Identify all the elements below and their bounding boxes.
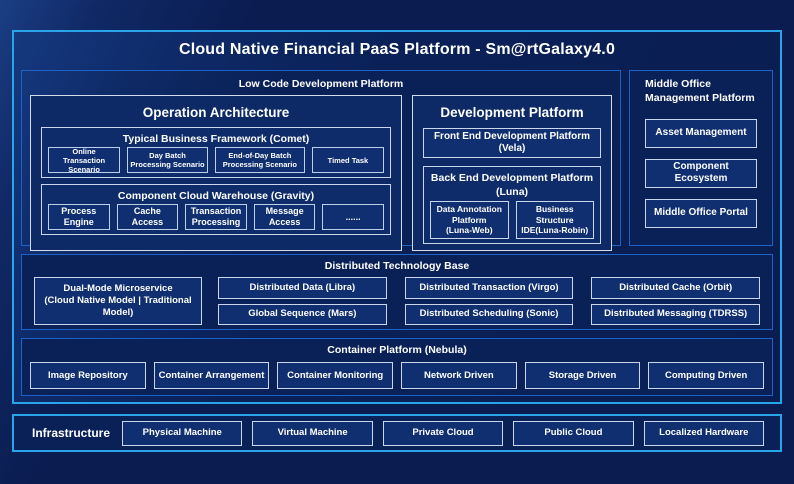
comet-items-row: Online Transaction Scenario Day Batch Pr… <box>48 147 385 174</box>
back-end-item-box: Business Structure IDE(Luna-Robin) <box>515 201 594 239</box>
operation-architecture-header: Operation Architecture <box>142 105 290 120</box>
development-platform-header: Development Platform <box>440 105 584 120</box>
component-cloud-warehouse-group: Component Cloud Warehouse (Gravity) Proc… <box>41 184 391 235</box>
gravity-item-box: ...... <box>322 204 384 230</box>
container-platform-item-box: Container Monitoring <box>277 362 394 389</box>
infrastructure-section: Infrastructure Physical Machine Virtual … <box>12 414 782 452</box>
comet-item-box: Online Transaction Scenario <box>48 147 121 174</box>
container-platform-item-box: Image Repository <box>30 362 146 389</box>
front-end-development-platform-box: Front End Development Platform (Vela) <box>423 128 601 158</box>
middle-office-items: Asset Management Component Ecosystem Mid… <box>645 107 757 239</box>
gravity-item-box: Cache Access <box>116 204 179 230</box>
page-title: Cloud Native Financial PaaS Platform - S… <box>178 41 616 58</box>
container-platform-item-box: Computing Driven <box>648 362 765 389</box>
gravity-item-box: Message Access <box>253 204 316 230</box>
back-end-development-platform-header: Back End Development Platform (Luna) <box>430 172 594 198</box>
gravity-items-row: Process Engine Cache Access Transaction … <box>48 204 384 230</box>
infrastructure-item-box: Physical Machine <box>122 420 243 446</box>
back-end-items-row: Data Annotation Platform (Luna-Web) Busi… <box>430 201 594 239</box>
middle-office-management-platform-section: Middle Office Management Platform Asset … <box>629 70 773 246</box>
gravity-item-box: Transaction Processing <box>185 204 247 230</box>
typical-business-framework-header: Typical Business Framework (Comet) <box>122 133 310 145</box>
distributed-item-box: Distributed Scheduling (Sonic) <box>404 303 574 325</box>
middle-office-item-box: Middle Office Portal <box>645 198 757 228</box>
comet-item-box: Day Batch Processing Scenario <box>127 147 208 173</box>
dual-mode-microservice-box: Dual-Mode Microservice (Cloud Native Mod… <box>34 277 202 325</box>
distributed-grid: Distributed Data (Libra) Distributed Tra… <box>218 277 761 325</box>
infrastructure-item-box: Localized Hardware <box>643 420 764 446</box>
infrastructure-items-row: Physical Machine Virtual Machine Private… <box>122 420 764 446</box>
low-code-platform-header: Low Code Development Platform <box>238 78 404 90</box>
middle-office-header: Middle Office Management Platform <box>645 78 755 105</box>
low-code-development-platform-section: Low Code Development Platform Operation … <box>21 70 621 251</box>
comet-item-box: Timed Task <box>311 147 385 173</box>
infrastructure-label: Infrastructure <box>32 426 111 440</box>
distributed-item-box: Distributed Cache (Orbit) <box>591 277 761 299</box>
distributed-item-box: Global Sequence (Mars) <box>218 303 387 325</box>
container-platform-item-box: Storage Driven <box>524 362 641 389</box>
back-end-development-platform-group: Back End Development Platform (Luna) Dat… <box>423 166 601 244</box>
operation-architecture-section: Operation Architecture Typical Business … <box>30 95 402 251</box>
container-platform-item-box: Network Driven <box>401 362 517 389</box>
distributed-technology-base-header: Distributed Technology Base <box>324 260 470 272</box>
container-platform-section: Container Platform (Nebula) Image Reposi… <box>21 338 773 396</box>
container-platform-header: Container Platform (Nebula) <box>327 344 467 356</box>
middle-office-item-box: Asset Management <box>645 118 757 148</box>
container-platform-item-box: Container Arrangement <box>153 362 270 389</box>
gravity-item-box: Process Engine <box>48 204 110 230</box>
typical-business-framework-group: Typical Business Framework (Comet) Onlin… <box>41 127 391 178</box>
distributed-row-2: Global Sequence (Mars) Distributed Sched… <box>218 303 761 325</box>
upper-row: Low Code Development Platform Operation … <box>21 70 773 251</box>
infrastructure-item-box: Public Cloud <box>513 420 634 446</box>
comet-item-box: End-of-Day Batch Processing Scenario <box>214 147 305 173</box>
container-platform-items-row: Image Repository Container Arrangement C… <box>30 362 765 389</box>
main-frame: Cloud Native Financial PaaS Platform - S… <box>12 30 782 404</box>
distributed-item-box: Distributed Transaction (Virgo) <box>404 277 574 299</box>
distributed-row-1: Distributed Data (Libra) Distributed Tra… <box>218 277 761 299</box>
distributed-item-box: Distributed Messaging (TDRSS) <box>591 303 761 325</box>
low-code-columns: Operation Architecture Typical Business … <box>30 95 612 251</box>
component-cloud-warehouse-header: Component Cloud Warehouse (Gravity) <box>117 190 315 202</box>
back-end-item-box: Data Annotation Platform (Luna-Web) <box>430 201 509 239</box>
infrastructure-item-box: Private Cloud <box>382 420 504 446</box>
infrastructure-item-box: Virtual Machine <box>252 420 373 446</box>
development-platform-section: Development Platform Front End Developme… <box>412 95 612 251</box>
distributed-item-box: Distributed Data (Libra) <box>218 277 387 299</box>
middle-office-item-box: Component Ecosystem <box>645 158 757 188</box>
distributed-technology-base-section: Distributed Technology Base Dual-Mode Mi… <box>21 254 773 330</box>
distributed-content: Dual-Mode Microservice (Cloud Native Mod… <box>34 277 761 325</box>
